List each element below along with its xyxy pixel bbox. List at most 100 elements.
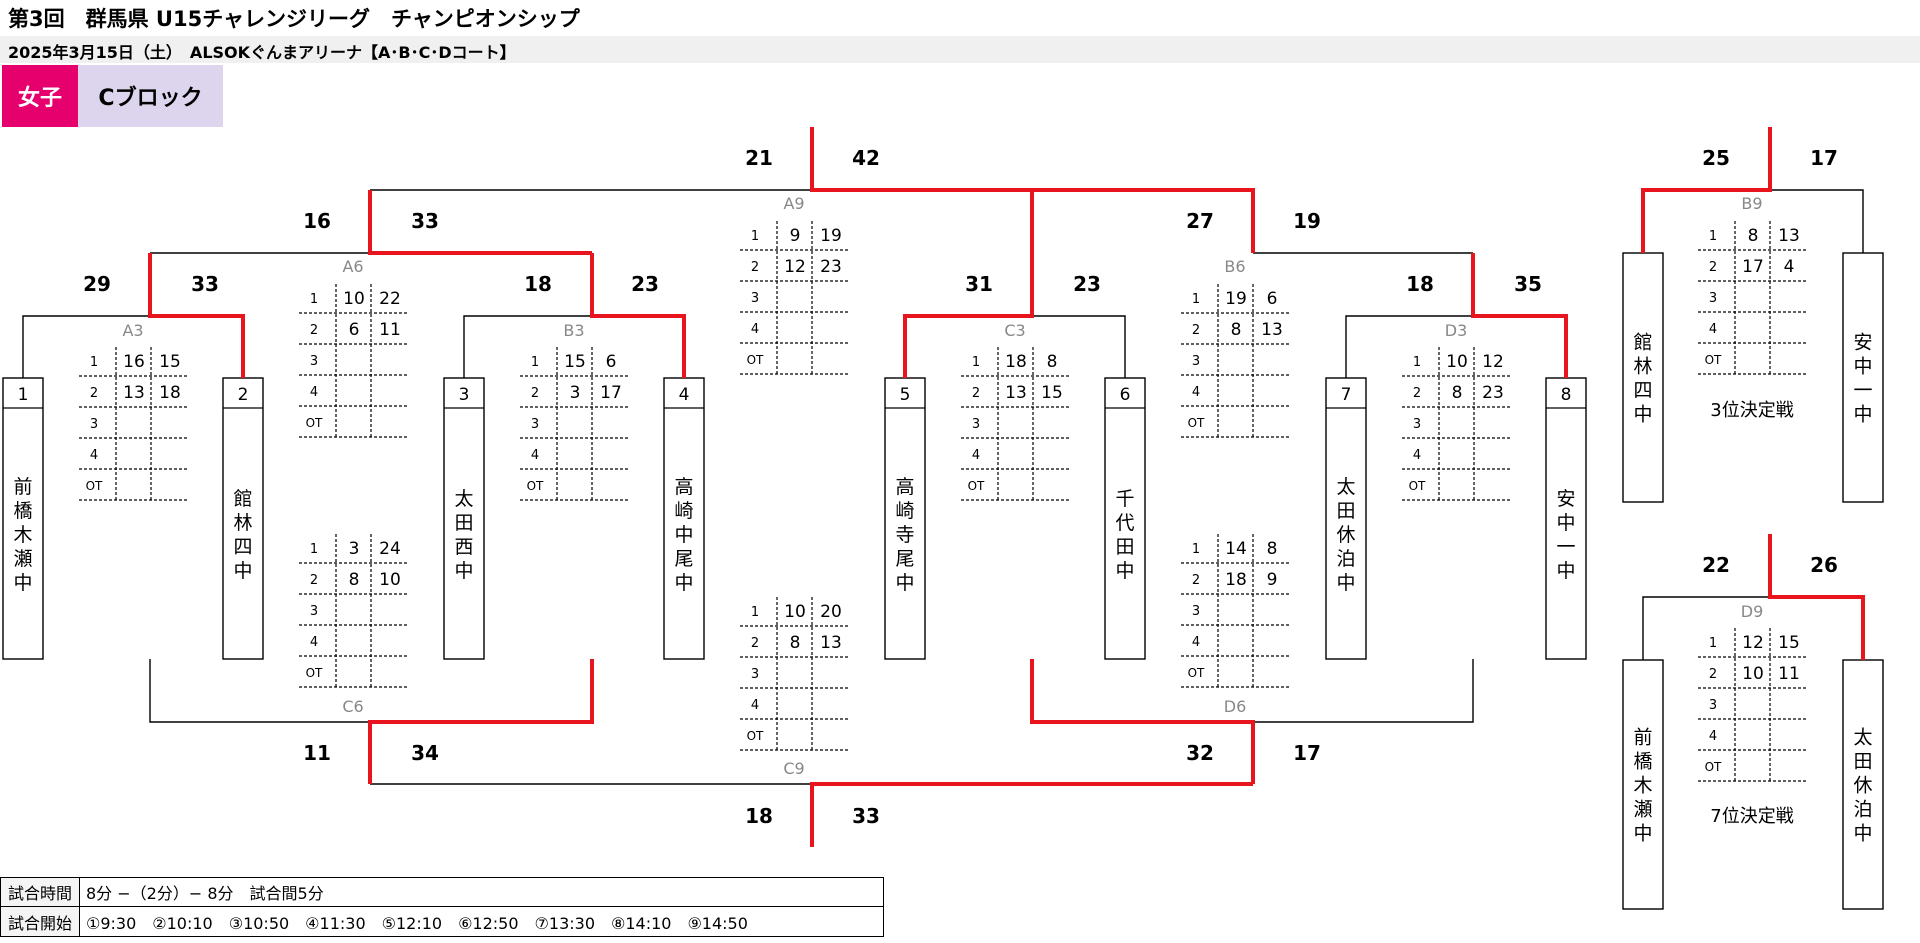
classification-team-char: 休 [1853,775,1872,797]
period-label: 1 [1192,292,1200,307]
team-name-char: 中 [13,572,32,594]
period-label: 2 [1709,260,1717,275]
bracket-line [1770,189,1864,253]
team-name-char: 中 [1556,512,1575,534]
winner-path-line [1471,253,1568,378]
team-name-char: 田 [1115,536,1134,558]
team-number: 4 [679,385,690,405]
game-id: A9 [783,194,804,213]
classification-team-char: 中 [1853,404,1872,426]
period-score: 9 [1267,570,1278,590]
block-label: Cブロック [78,65,223,127]
total-score-right: 35 [1514,272,1542,296]
total-score-right: 23 [631,272,659,296]
team-name-char: 太 [1336,476,1355,498]
period-score: 13 [1005,383,1027,403]
period-score: 22 [379,289,401,309]
period-score: 20 [820,602,842,622]
team-name-char: 代 [1115,512,1134,534]
score-table-B9 [1698,221,1806,375]
bracket-line [1032,315,1126,378]
period-label: 4 [1709,729,1717,744]
team-name-char: 一 [1556,536,1575,558]
period-label: 3 [310,354,318,369]
team-name-char: 田 [454,512,473,534]
team-name-char: 崎 [674,500,693,522]
period-label: 2 [1192,323,1200,338]
classification-team-char: 館 [1633,332,1652,354]
total-score-right: 33 [852,804,880,828]
team-name-char: 四 [233,536,252,558]
period-label: 3 [1192,604,1200,619]
period-label: 3 [1709,698,1717,713]
classification-team-char: 泊 [1853,799,1872,821]
period-label: 3 [1192,354,1200,369]
period-label: 2 [1413,386,1421,401]
period-label: 2 [1709,667,1717,682]
total-score-right: 23 [1073,272,1101,296]
bracket-line [1253,659,1474,723]
team-name-char: 寺 [895,524,914,546]
total-score-right: 34 [411,741,439,765]
winner-path-line [368,659,594,784]
period-label: 1 [972,355,980,370]
period-score: 11 [1778,664,1800,684]
team-box [2,377,44,660]
classification-team-char: 安 [1853,332,1872,354]
total-score-left: 32 [1186,741,1214,765]
total-score-right: 42 [852,146,880,170]
team-name-char: 崎 [895,500,914,522]
period-score: 8 [1047,352,1058,372]
winner-path-line [903,253,1034,378]
total-score-right: 19 [1293,209,1321,233]
period-label: 3 [531,417,539,432]
period-score: 19 [1225,289,1247,309]
period-label: 4 [90,448,98,463]
team-name-char: 泊 [1336,548,1355,570]
game-id: B6 [1224,257,1245,276]
period-score: 6 [349,320,360,340]
period-score: 8 [349,570,360,590]
game-id: D3 [1445,321,1468,340]
period-label: 4 [310,635,318,650]
period-label: 4 [751,322,759,337]
team-name-char: 千 [1115,488,1134,510]
team-box [222,377,264,660]
game-id: A3 [122,321,143,340]
game-id: B3 [563,321,584,340]
team-name-char: 中 [454,560,473,582]
event-date-venue: 2025年3月15日（土） ALSOKぐんまアリーナ【A･B･C･Dコート】 [8,43,516,62]
team-name-char: 橋 [13,500,32,522]
period-label: 3 [310,604,318,619]
period-score: 17 [600,383,622,403]
classification-team-char: 四 [1633,380,1652,402]
classification-team-char: 中 [1633,404,1652,426]
period-label: OT [86,479,103,493]
period-label: 4 [751,698,759,713]
period-score: 15 [1778,633,1800,653]
game-id: C3 [1004,321,1025,340]
period-score: 15 [564,352,586,372]
classification-team-char: 瀬 [1633,799,1652,821]
period-score: 11 [379,320,401,340]
period-score: 8 [1231,320,1242,340]
period-score: 13 [123,383,145,403]
total-score-right: 33 [191,272,219,296]
period-score: 17 [1742,257,1764,277]
score-table-A9 [740,221,848,375]
score-table-C9 [740,597,848,751]
team-name-char: 太 [454,488,473,510]
winner-path-line [1030,188,1253,253]
period-label: OT [527,479,544,493]
period-label: 3 [90,417,98,432]
period-label: 4 [1192,635,1200,650]
game-id: D6 [1224,697,1247,716]
period-label: 1 [1192,542,1200,557]
team-name-char: 林 [233,512,252,534]
period-label: 1 [310,542,318,557]
period-label: OT [1409,479,1426,493]
total-score-left: 29 [83,272,111,296]
team-box [663,377,705,660]
team-name-char: 西 [454,536,473,558]
period-score: 8 [1748,226,1759,246]
